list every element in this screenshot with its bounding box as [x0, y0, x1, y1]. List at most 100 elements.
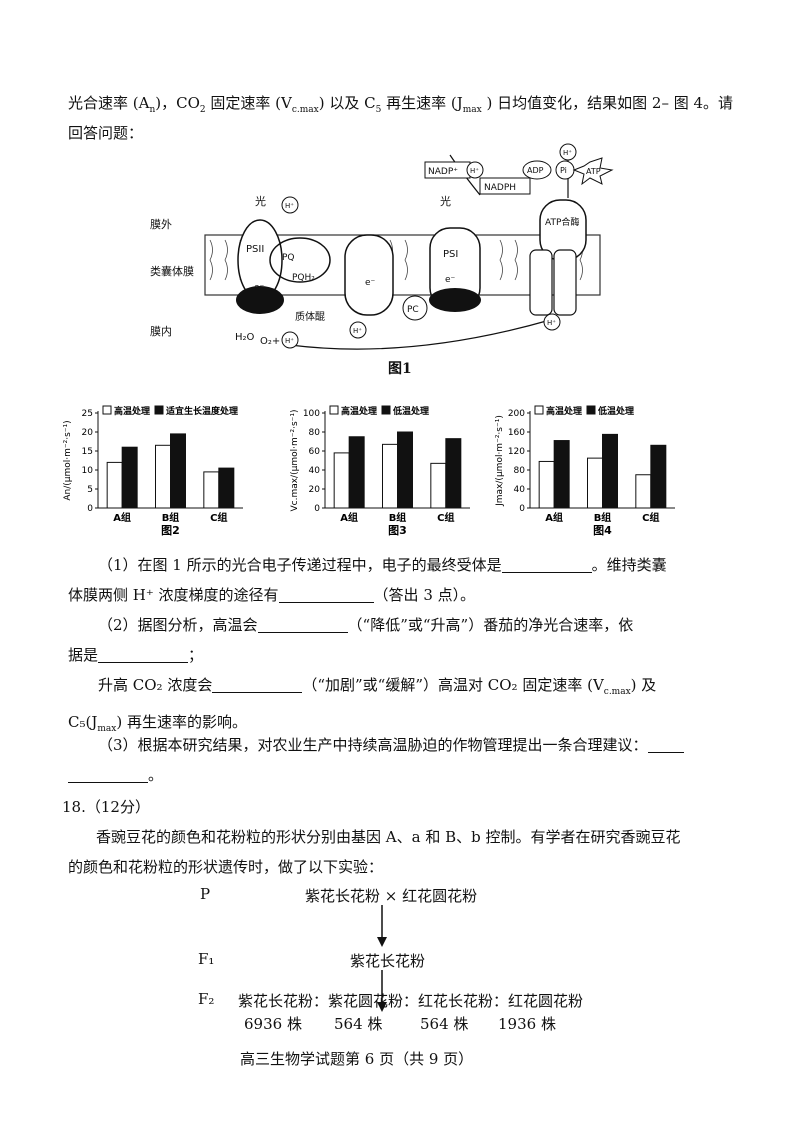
bar-series-1	[635, 474, 652, 509]
q2-text: ) 及	[630, 676, 657, 694]
label-o2: O₂+	[260, 336, 280, 347]
q1-answer-blank-2[interactable]	[278, 584, 374, 603]
intro-text: )，CO	[155, 94, 200, 112]
legend-swatch	[586, 405, 596, 415]
pq-cycle	[269, 237, 331, 283]
legend-swatch	[329, 405, 339, 415]
label-h-mid: H⁺	[353, 327, 362, 335]
question-2: （2）据图分析，高温会（“降低”或“升高”）番茄的净光合速率，依 据是； 升高 …	[68, 610, 732, 744]
x-tick-label: B组	[162, 511, 180, 524]
x-tick-label: A组	[340, 511, 358, 524]
label-atp-synthase: ATP合酶	[545, 216, 579, 228]
x-tick-label: A组	[545, 511, 563, 524]
intro-text: ) 以及 C	[318, 94, 376, 112]
chart-title: 图2	[161, 524, 180, 537]
arrow-down-icon	[377, 905, 387, 947]
x-tick-label: C组	[210, 511, 227, 524]
q18-paragraph-1: 香豌豆花的颜色和花粉粒的形状分别由基因 A、a 和 B、b 控制。有学者在研究香…	[96, 828, 681, 846]
h-circle	[559, 143, 577, 161]
chart-title: 图4	[593, 524, 612, 537]
y-tick-label: 80	[514, 466, 526, 476]
atp-burst	[572, 157, 614, 186]
y-tick-label: 20	[82, 428, 94, 438]
legend-swatch	[154, 405, 164, 415]
cross-p-label: P	[200, 885, 211, 903]
legend-label: 低温处理	[597, 405, 634, 417]
legend-swatch	[534, 405, 544, 415]
y-axis-label: An/(μmol·m⁻²·s⁻¹)	[63, 420, 73, 500]
atp-synthase-stalk	[553, 249, 577, 316]
cytochrome-complex	[344, 234, 394, 316]
arrow-down-icon	[377, 970, 387, 1012]
y-tick-label: 40	[309, 466, 321, 476]
h-circle	[349, 321, 367, 339]
bar-series-1	[106, 461, 123, 509]
y-axis-label: Vc.max/(μmol·m⁻²·s⁻¹)	[290, 409, 300, 511]
label-nadph: NADPH	[484, 183, 516, 193]
intro-sub: c.max	[291, 105, 319, 115]
y-tick-label: 0	[314, 504, 320, 514]
q1-text: 体膜两侧 H⁺ 浓度梯度的途径有	[68, 586, 279, 604]
label-psii: PSII	[246, 244, 264, 255]
y-tick-label: 5	[87, 485, 93, 495]
bar-series-1	[382, 443, 398, 509]
q3-answer-blank-1[interactable]	[647, 734, 684, 753]
y-tick-label: 60	[309, 447, 321, 457]
x-tick-label: C组	[437, 511, 454, 524]
q18-header: 18.（12分）	[62, 798, 150, 816]
legend-label: 高温处理	[341, 405, 377, 417]
cross-p-text: 紫花长花粉 × 红花圆花粉	[305, 887, 478, 905]
q2-answer-blank-1[interactable]	[257, 614, 348, 633]
h-circle	[281, 196, 299, 214]
y-tick-label: 120	[508, 447, 525, 457]
bar-series-1	[430, 462, 447, 509]
bar-series-2	[170, 433, 186, 509]
label-thylakoid: 类囊体膜	[150, 264, 194, 278]
cross-count-3: 564 株	[420, 1015, 469, 1033]
label-h-right: H⁺	[547, 319, 556, 327]
intro-line-2: 回答问题：	[68, 124, 144, 142]
bar-series-1	[587, 457, 603, 509]
cross-count-1: 6936 株	[244, 1015, 302, 1033]
q2-text: （“降低”或“升高”）番茄的净光合速率，依	[347, 616, 634, 634]
q3-text: （3）根据本研究结果，对农业生产中持续高温胁迫的作物管理提出一条合理建议：	[98, 736, 648, 754]
legend-swatch	[102, 405, 112, 415]
intro-sub: 5	[375, 105, 382, 115]
label-h-top-1: H⁺	[285, 202, 294, 210]
q2-sub: c.max	[603, 687, 631, 697]
label-pi: Pi	[560, 166, 567, 175]
q18-paragraph-2: 的颜色和花粉粒的形状遗传时，做了以下实验：	[68, 858, 384, 876]
label-light-1: 光	[255, 194, 266, 208]
cross-count-2: 564 株	[334, 1015, 383, 1033]
label-psi: PSI	[443, 249, 458, 260]
question-1: （1）在图 1 所示的光合电子传递过程中，电子的最终受体是。维持类囊 体膜两侧 …	[68, 550, 732, 610]
q1-text: （答出 3 点）。	[373, 586, 476, 604]
q2-text: 据是	[68, 646, 99, 664]
label-pc: PC	[407, 305, 419, 315]
label-h2o: H₂O	[235, 332, 255, 343]
adp-oval	[522, 160, 552, 180]
question-3: （3）根据本研究结果，对农业生产中持续高温胁迫的作物管理提出一条合理建议： 。	[68, 730, 732, 790]
label-pq: PQ	[282, 253, 295, 263]
label-light-2: 光	[440, 194, 451, 208]
label-e3: e⁻	[445, 275, 456, 285]
h-circle	[466, 161, 484, 179]
cross-f1-text: 紫花长花粉	[350, 952, 426, 970]
x-tick-label: B组	[389, 511, 407, 524]
q1-answer-blank-1[interactable]	[501, 554, 592, 573]
x-tick-label: C组	[642, 511, 659, 524]
pc-carrier	[402, 295, 428, 321]
intro-text: 光合速率 (A	[68, 94, 150, 112]
q2-answer-blank-3[interactable]	[212, 674, 303, 693]
figure-1-caption: 图1	[388, 361, 412, 377]
q2-answer-blank-2[interactable]	[98, 644, 189, 663]
bar-series-1	[538, 460, 555, 509]
figure-1-diagram: 膜外 类囊体膜 膜内 光 光 PSII PSI PQ PQH₂ 质体醌 PC e…	[150, 143, 614, 350]
bar-series-2	[218, 467, 235, 509]
q3-answer-blank-2[interactable]	[68, 764, 148, 783]
y-tick-label: 160	[508, 428, 525, 438]
intro-text: 固定速率 (V	[205, 94, 292, 112]
y-axis-label: Jmax/(μmol·m⁻²·s⁻¹)	[495, 415, 505, 507]
